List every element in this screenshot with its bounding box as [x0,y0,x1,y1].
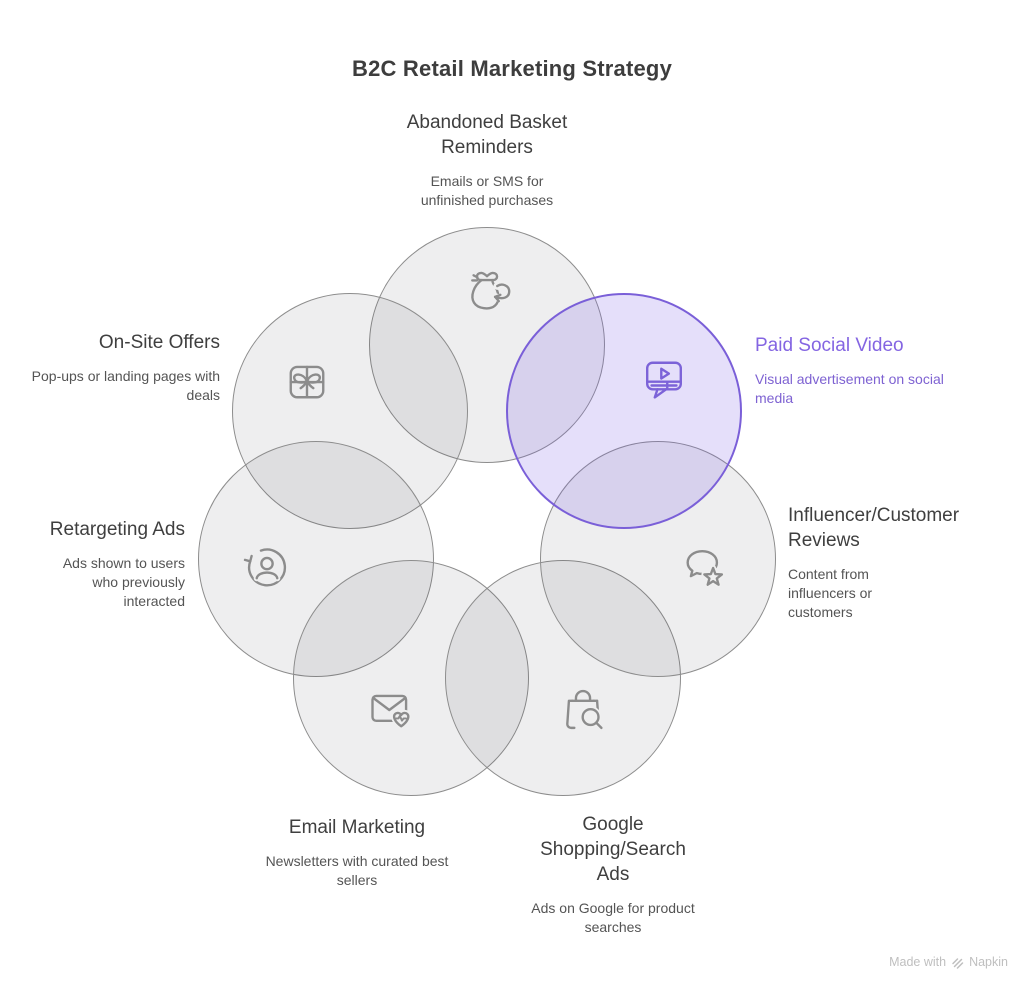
venn-circle-paid-social-video-highlighted [506,293,742,529]
node-label: Email Marketing [288,817,426,838]
node-text-abandoned-basket: Abandoned Basket Reminders Emails or SMS… [387,110,587,210]
node-label: Paid Social Video [755,335,904,356]
shopping-bag-search-icon [557,684,609,736]
node-text-onsite-offers: On-Site Offers Pop-ups or landing pages … [0,330,220,405]
page-title: B2C Retail Marketing Strategy [352,56,672,81]
node-label: Google Shopping/Search Ads [540,814,686,885]
money-bag-return-icon [461,266,513,318]
node-text-paid-social-video: Paid Social Video Visual advertisement o… [755,333,950,408]
node-description: Pop-ups or landing pages with deals [31,368,220,403]
node-text-retargeting-ads: Retargeting Ads Ads shown to users who p… [0,517,185,611]
video-player-bubble-icon [638,353,690,405]
node-text-email-marketing: Email Marketing Newsletters with curated… [247,815,467,890]
node-text-google-ads: Google Shopping/Search Ads Ads on Google… [513,812,713,937]
watermark: Made with Napkin [889,955,1008,969]
gift-box-icon [281,355,333,407]
node-text-influencer-reviews: Influencer/Customer Reviews Content from… [788,503,993,622]
node-description: Newsletters with curated best sellers [265,853,449,888]
node-description: Ads shown to users who previously intera… [62,555,185,609]
node-description: Ads on Google for product searches [531,900,695,935]
node-description: Content from influencers or customers [788,566,873,620]
node-label: Influencer/Customer Reviews [788,505,960,551]
node-description: Emails or SMS for unfinished purchases [420,173,554,208]
chat-bubble-star-icon [679,542,731,594]
node-label: On-Site Offers [98,332,220,353]
user-refresh-icon [241,543,293,595]
node-label: Abandoned Basket Reminders [406,112,568,158]
napkin-logo-icon [951,956,964,969]
node-label: Retargeting Ads [49,519,185,540]
node-description: Visual advertisement on social media [755,371,944,406]
watermark-brand: Napkin [969,955,1008,969]
envelope-heart-icon [366,684,418,736]
watermark-prefix: Made with [889,955,947,969]
